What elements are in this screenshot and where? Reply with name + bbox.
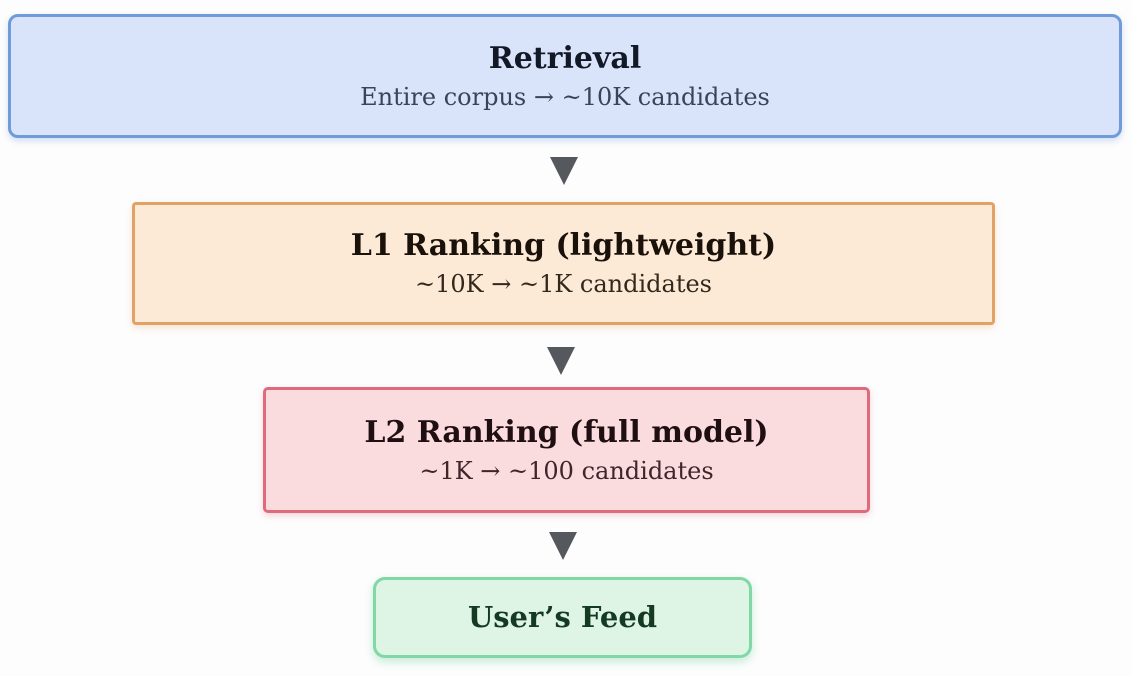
stage-box-l2-ranking: L2 Ranking (full model) ~1K → ~100 candi…	[263, 387, 870, 513]
flow-down-arrow-icon	[550, 157, 578, 185]
stage-title: Retrieval	[488, 40, 642, 76]
stage-title: L2 Ranking (full model)	[364, 414, 769, 450]
stage-box-l1-ranking: L1 Ranking (lightweight) ~10K → ~1K cand…	[132, 202, 995, 325]
stage-title: User’s Feed	[467, 599, 658, 634]
stage-subtitle: ~1K → ~100 candidates	[419, 456, 714, 485]
stage-title: L1 Ranking (lightweight)	[350, 228, 777, 264]
flow-down-arrow-icon	[547, 347, 575, 375]
stage-box-retrieval: Retrieval Entire corpus → ~10K candidate…	[8, 14, 1122, 138]
flow-down-arrow-icon	[549, 532, 577, 560]
stage-box-users-feed: User’s Feed	[373, 577, 752, 658]
stage-subtitle: ~10K → ~1K candidates	[415, 270, 712, 299]
stage-subtitle: Entire corpus → ~10K candidates	[360, 82, 770, 111]
